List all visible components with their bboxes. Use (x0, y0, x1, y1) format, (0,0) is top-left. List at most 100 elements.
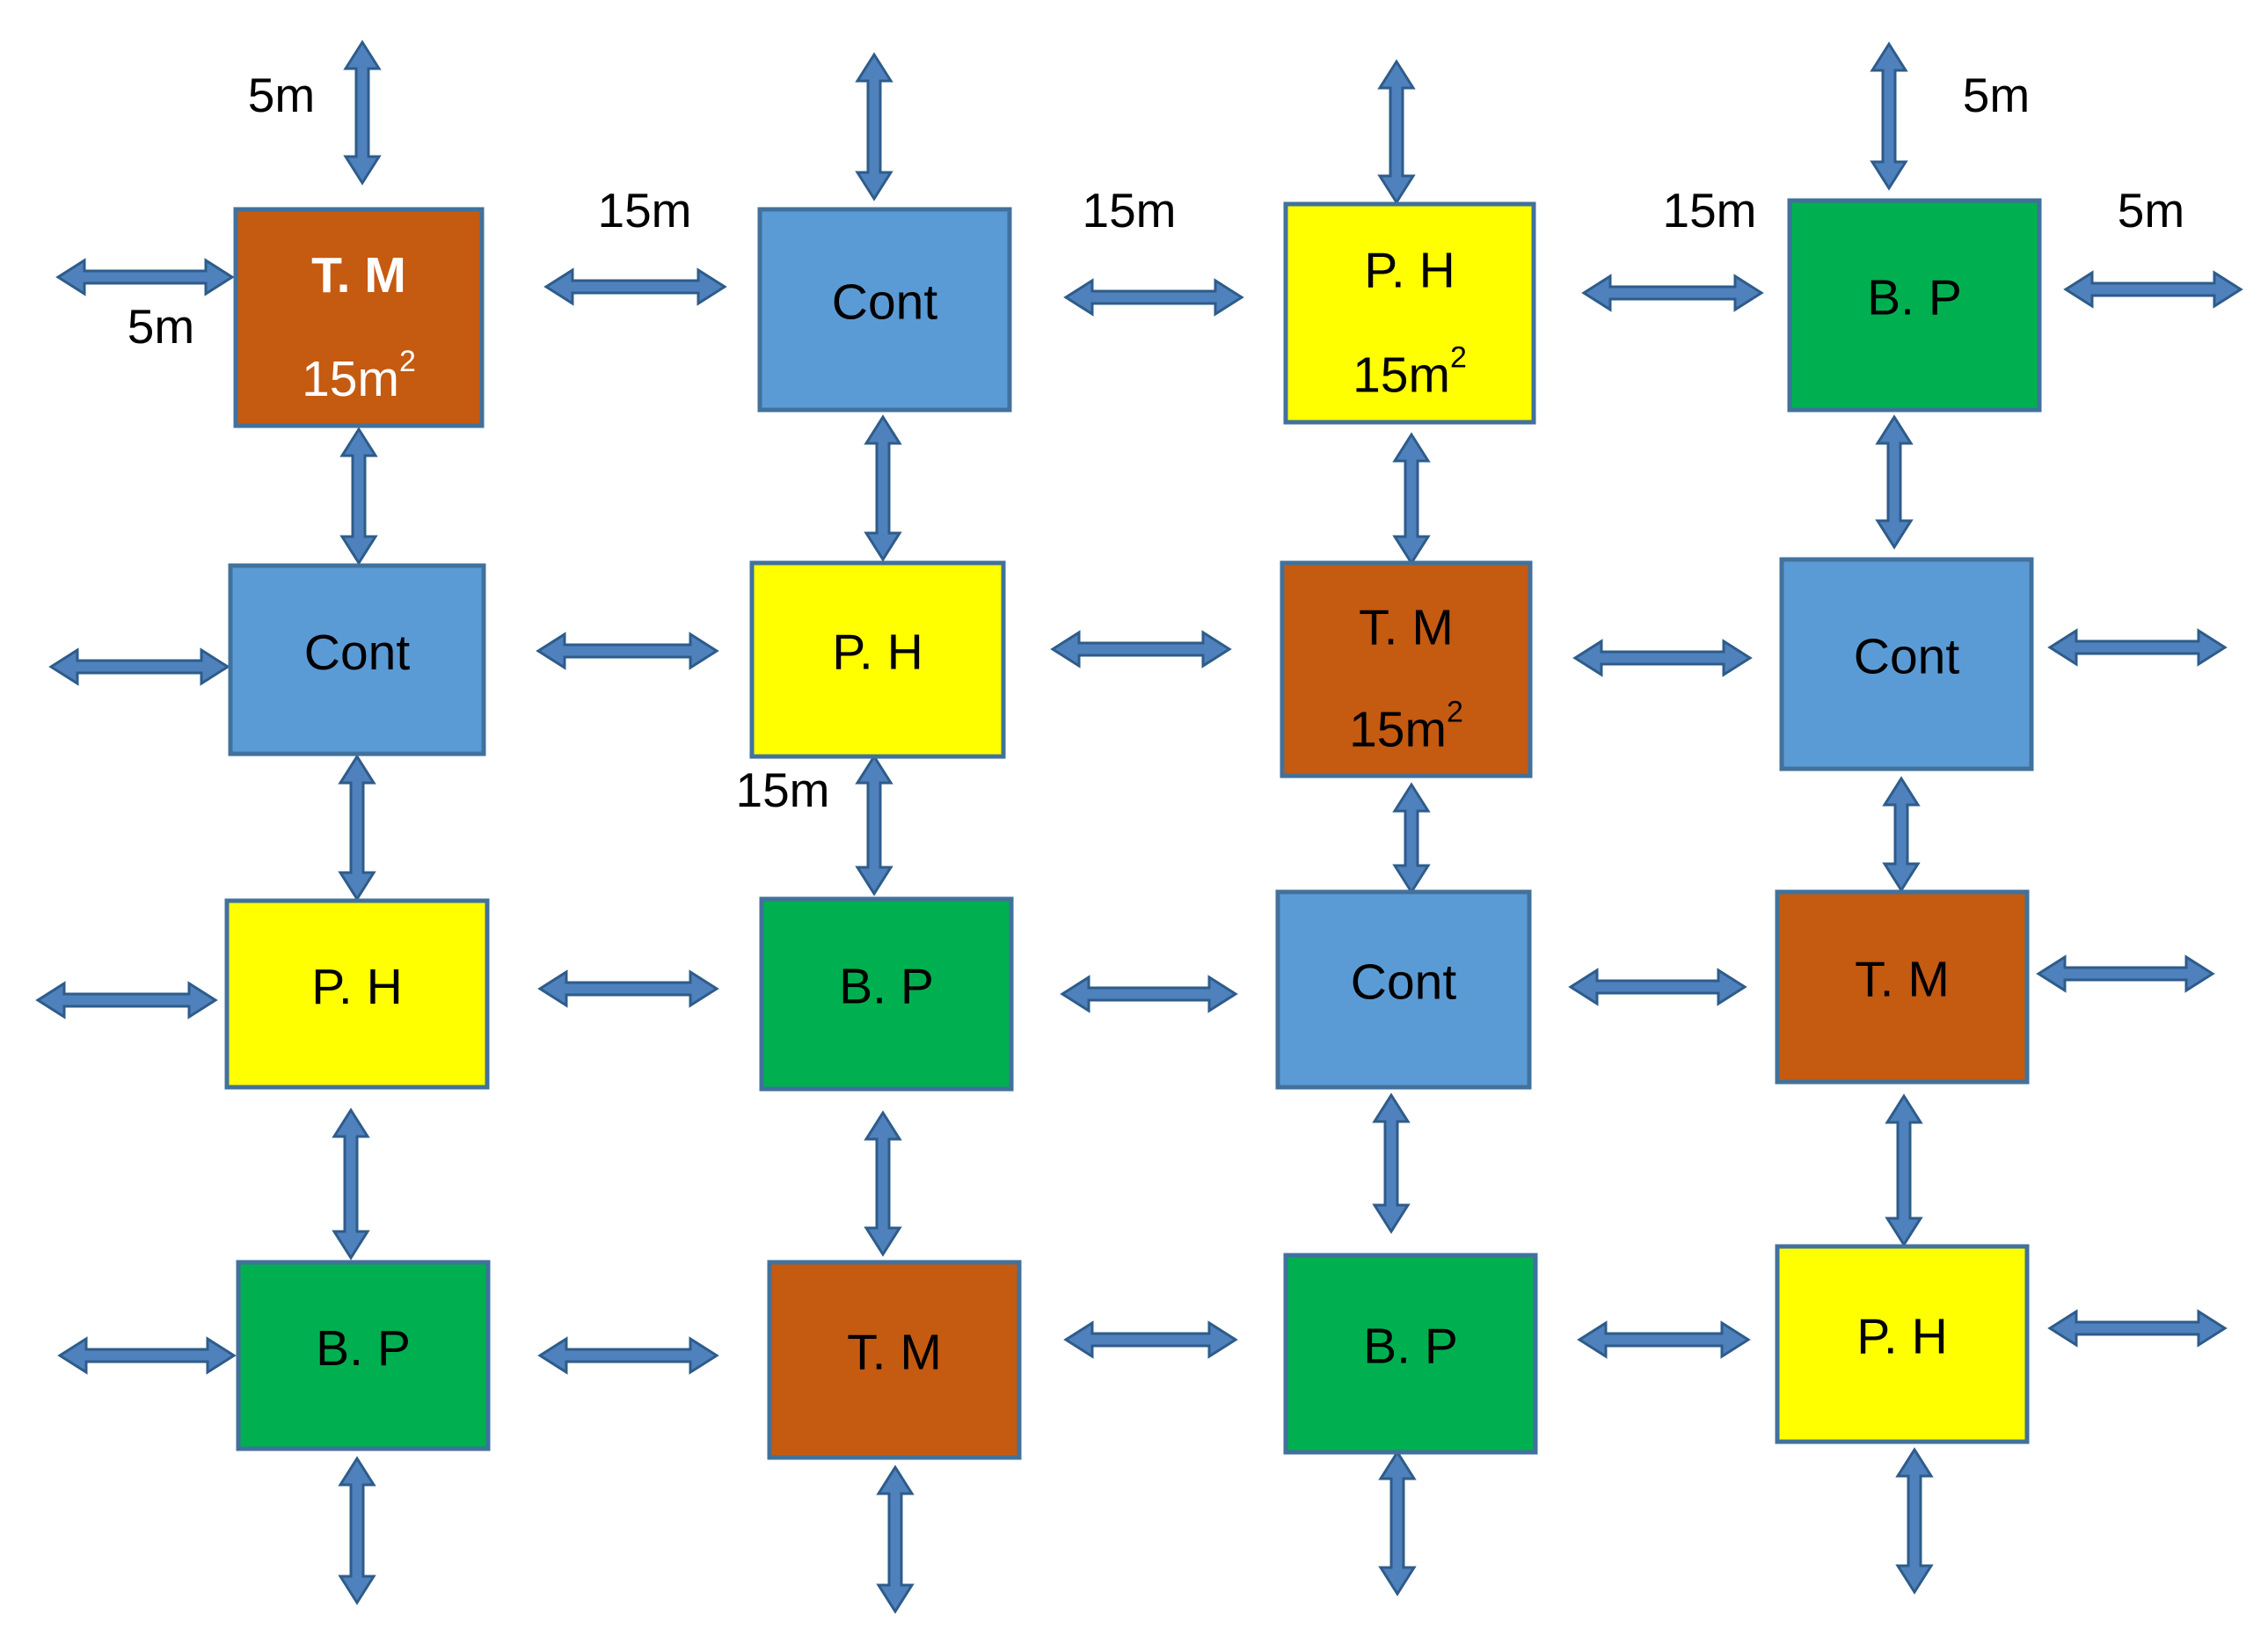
plot-box-rect (1280, 560, 1533, 778)
vertical-double-arrow-icon (855, 754, 893, 896)
plot-box-rect (757, 207, 1012, 413)
plot-box-label: B. P (316, 1320, 411, 1377)
horizontal-double-arrow-icon (1581, 274, 1764, 312)
vertical-double-arrow-icon (864, 1110, 902, 1257)
vertical-double-arrow-icon (876, 1465, 915, 1614)
horizontal-double-arrow-icon (48, 647, 230, 686)
plot-box-area: 15m2 (302, 345, 416, 407)
plot-box: P. H (749, 560, 1006, 759)
vertical-double-arrow-icon (1875, 414, 1914, 550)
area-value: 15m (1349, 702, 1447, 758)
dim-gap-3: 15m (1663, 183, 1757, 238)
horizontal-double-arrow-icon (536, 632, 719, 670)
plot-box: P. H 15m2 (1283, 201, 1536, 425)
plot-box: P. H (224, 898, 490, 1090)
plot-box-label: T. M (847, 1325, 942, 1381)
area-exponent: 2 (1447, 696, 1463, 729)
horizontal-double-arrow-icon (1572, 639, 1753, 677)
plot-box-rect (1787, 198, 2042, 413)
plot-box-label: B. P (1867, 269, 1962, 325)
plot-box: Cont (1779, 557, 2034, 771)
area-exponent: 2 (399, 345, 416, 378)
vertical-double-arrow-icon (1372, 1093, 1411, 1234)
horizontal-double-arrow-icon (537, 969, 719, 1008)
horizontal-double-arrow-icon (2036, 954, 2215, 993)
plot-box-label: P. H (1856, 1309, 1948, 1365)
plot-box: B. P (1283, 1253, 1538, 1455)
vertical-double-arrow-icon (1392, 782, 1431, 895)
plot-box-rect (224, 898, 490, 1090)
vertical-double-arrow-icon (338, 1456, 376, 1605)
horizontal-double-arrow-icon (543, 267, 727, 306)
horizontal-double-arrow-icon (1060, 975, 1238, 1013)
plot-box-label: P. H (311, 959, 403, 1015)
dim-top-right-vertical: 5m (1963, 68, 2030, 122)
horizontal-double-arrow-icon (1063, 278, 1244, 317)
plot-box-rect (233, 207, 485, 428)
plot-box-rect (767, 1260, 1022, 1460)
vertical-double-arrow-icon (1882, 776, 1921, 893)
vertical-double-arrow-icon (1378, 1450, 1417, 1597)
dim-vertical-gap: 15m (736, 763, 830, 817)
plot-box: T. M 15m2 (233, 207, 485, 428)
horizontal-double-arrow-icon (55, 258, 235, 296)
vertical-double-arrow-icon (1377, 59, 1416, 205)
plot-box-label: B. P (1363, 1319, 1458, 1375)
plot-box-area: 15m2 (1353, 340, 1467, 403)
vertical-double-arrow-icon (343, 40, 382, 186)
plot-box-label: B. P (839, 959, 934, 1015)
vertical-double-arrow-icon (864, 414, 902, 562)
plot-box-label: T. M (1855, 952, 1950, 1008)
plot-box-label: Cont (304, 625, 411, 681)
plot-box-label: Cont (1351, 954, 1457, 1011)
horizontal-double-arrow-icon (35, 981, 218, 1019)
plot-box: T. M (1775, 889, 2030, 1085)
horizontal-double-arrow-icon (1577, 1320, 1751, 1359)
area-exponent: 2 (1450, 340, 1467, 374)
area-value: 15m (1353, 347, 1450, 403)
plot-box: Cont (757, 207, 1012, 413)
plot-box-rect (1775, 1244, 2030, 1444)
horizontal-double-arrow-icon (2047, 628, 2228, 667)
vertical-double-arrow-icon (1870, 41, 1908, 191)
plot-box-rect (1283, 1253, 1538, 1455)
vertical-double-arrow-icon (338, 754, 376, 902)
plot-box-rect (1283, 201, 1536, 425)
plot-box-rect (749, 560, 1006, 759)
plot-box: B. P (236, 1260, 491, 1451)
plot-box: T. M (767, 1260, 1022, 1460)
vertical-double-arrow-icon (1895, 1447, 1934, 1595)
plot-box-label: T. M (311, 247, 406, 303)
plot-box: Cont (228, 563, 486, 756)
plot-box-label: P. H (832, 625, 923, 681)
horizontal-double-arrow-icon (1063, 1320, 1238, 1359)
horizontal-double-arrow-icon (2063, 270, 2243, 309)
dimension-labels: 5m 5m 15m 15m 15m 5m 5m 15m (128, 68, 2184, 817)
horizontal-double-arrow-icon (2047, 1309, 2228, 1348)
plot-box-rect (236, 1260, 491, 1451)
dim-gap-1: 15m (598, 183, 692, 238)
plot-box: B. P (1787, 198, 2042, 413)
plot-box-rect (1779, 557, 2034, 771)
vertical-double-arrow-icon (1392, 432, 1431, 566)
dim-top-left-horizontal: 5m (128, 299, 194, 354)
plot-box: Cont (1275, 889, 1532, 1090)
horizontal-double-arrow-icon (537, 1336, 719, 1375)
plot-box-label: P. H (1364, 242, 1455, 298)
plot-box-label: T. M (1359, 600, 1454, 656)
horizontal-double-arrow-icon (1568, 968, 1747, 1006)
arrows-layer (35, 40, 2243, 1614)
dim-top-right-horizontal: 5m (2118, 183, 2184, 238)
vertical-double-arrow-icon (1885, 1093, 1923, 1247)
plot-box: P. H (1775, 1244, 2030, 1444)
plot-box-area: 15m2 (1349, 696, 1463, 758)
plot-box: T. M 15m2 (1280, 560, 1533, 778)
plot-box-rect (1275, 889, 1532, 1090)
vertical-double-arrow-icon (332, 1107, 370, 1261)
plot-box-label: Cont (1854, 628, 1960, 684)
horizontal-double-arrow-icon (57, 1336, 237, 1375)
horizontal-double-arrow-icon (1050, 630, 1232, 669)
dim-gap-2: 15m (1083, 183, 1177, 238)
